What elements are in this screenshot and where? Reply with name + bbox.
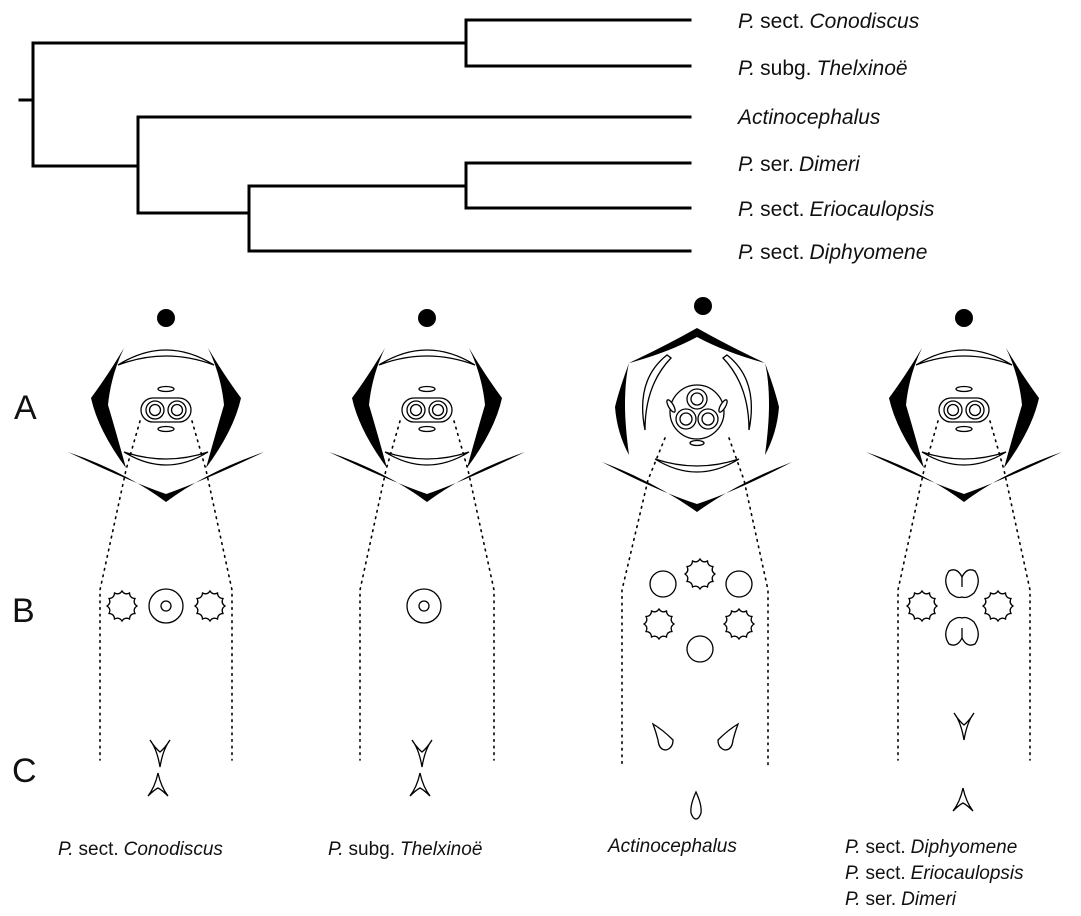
pollen-smooth	[649, 570, 677, 598]
diagram-column-conodiscus	[68, 309, 264, 797]
axis-dot	[157, 309, 175, 327]
axis-dot	[955, 309, 973, 327]
taxon-label-diphyomene: P.sect.Diphyomene	[738, 241, 927, 264]
caption-thelxinoe: P.subg.Thelxinoë	[328, 839, 482, 860]
locule-inner	[170, 403, 184, 417]
sepal-left	[352, 348, 387, 468]
projection-line	[989, 420, 1031, 761]
caption-actinocephalus: Actinocephalus	[607, 836, 737, 857]
taxon-label-dimeri: P.ser.Dimeri	[738, 153, 861, 176]
pollen-spiny	[642, 607, 676, 641]
projection-line	[728, 437, 769, 766]
pollen-spiny	[683, 557, 717, 591]
pollen-spiny	[722, 607, 756, 641]
bract-left	[642, 354, 672, 431]
taxon-label-eriocaulopsis: P.sect.Eriocaulopsis	[738, 198, 935, 221]
diagram-column-thelxinoe	[329, 309, 525, 797]
sepal-upper	[629, 328, 765, 363]
anther-lambda	[147, 772, 169, 797]
petal-lower	[955, 425, 973, 433]
sepal-left	[615, 363, 629, 455]
diagram-column-diphyomene-group	[866, 309, 1062, 812]
locule-inner	[431, 403, 445, 417]
flower-diagram	[866, 348, 1062, 502]
pollen-kidney	[945, 569, 979, 599]
sepal-left	[91, 348, 126, 468]
projection-line	[621, 437, 666, 766]
petal-upper	[955, 385, 973, 393]
locule-inner	[946, 403, 960, 417]
petal-lower	[157, 425, 175, 433]
taxon-label-thelxinoe: P.subg.Thelxinoë	[738, 57, 908, 80]
row-label-c: C	[12, 752, 37, 790]
pollen-smooth	[686, 635, 714, 663]
projection-line	[191, 420, 233, 761]
flower-diagram	[602, 328, 792, 512]
caption-eriocaulopsis: P.sect.Eriocaulopsis	[845, 863, 1024, 884]
caption-conodiscus: P.sect.Conodiscus	[58, 839, 223, 860]
projection-line	[897, 420, 939, 761]
locule-inner	[968, 403, 982, 417]
petal	[666, 399, 676, 413]
sepal-right	[467, 348, 502, 468]
cladogram: P.sect.Conodiscus P.subg.Thelxinoë Actin…	[18, 10, 935, 264]
sepal-right	[206, 348, 241, 468]
anther-drop-right	[717, 722, 740, 751]
anther-lambda	[409, 772, 431, 797]
anther-lambda	[952, 787, 974, 812]
caption-dimeri: P.ser.Dimeri	[845, 889, 957, 910]
diagram-column-actinocephalus	[602, 297, 792, 820]
petal-lower	[418, 425, 436, 433]
petal	[689, 439, 705, 447]
pollen-spiny	[905, 589, 939, 623]
anther-drop-left	[651, 722, 674, 751]
locule-inner	[679, 412, 693, 426]
pollen-ring	[406, 588, 442, 624]
anther-drop-bottom	[690, 790, 702, 820]
flower-diagram	[329, 348, 525, 502]
anther-v	[953, 712, 975, 741]
sepal-right	[1004, 348, 1039, 468]
petal	[718, 399, 728, 413]
row-label-a: A	[14, 389, 37, 427]
row-label-b: B	[12, 592, 35, 630]
sepal-right	[765, 363, 779, 455]
axis-dot	[694, 297, 712, 315]
petal-upper	[157, 385, 175, 393]
pollen-spiny	[105, 589, 139, 623]
anther-v	[149, 739, 171, 768]
pollen-smooth	[725, 570, 753, 598]
locule-inner	[701, 412, 715, 426]
locule-inner	[690, 392, 704, 406]
pollen-ring	[148, 588, 184, 624]
projection-line	[99, 420, 141, 761]
taxon-label-conodiscus: P.sect.Conodiscus	[738, 10, 920, 33]
sepal-left	[889, 348, 924, 468]
taxon-label-actinocephalus: Actinocephalus	[736, 106, 881, 129]
bract-lower	[654, 458, 740, 473]
pollen-kidney	[945, 616, 979, 646]
locule-inner	[148, 403, 162, 417]
flower-diagram	[68, 348, 264, 502]
bract-right	[722, 354, 752, 431]
petal-upper	[418, 385, 436, 393]
anther-v	[411, 739, 433, 768]
caption-diphyomene: P.sect.Diphyomene	[845, 837, 1017, 858]
pollen-spiny	[981, 589, 1015, 623]
projection-line	[453, 420, 495, 761]
pollen-spiny	[193, 589, 227, 623]
axis-dot	[418, 309, 436, 327]
locule-inner	[409, 403, 423, 417]
projection-line	[359, 420, 401, 761]
